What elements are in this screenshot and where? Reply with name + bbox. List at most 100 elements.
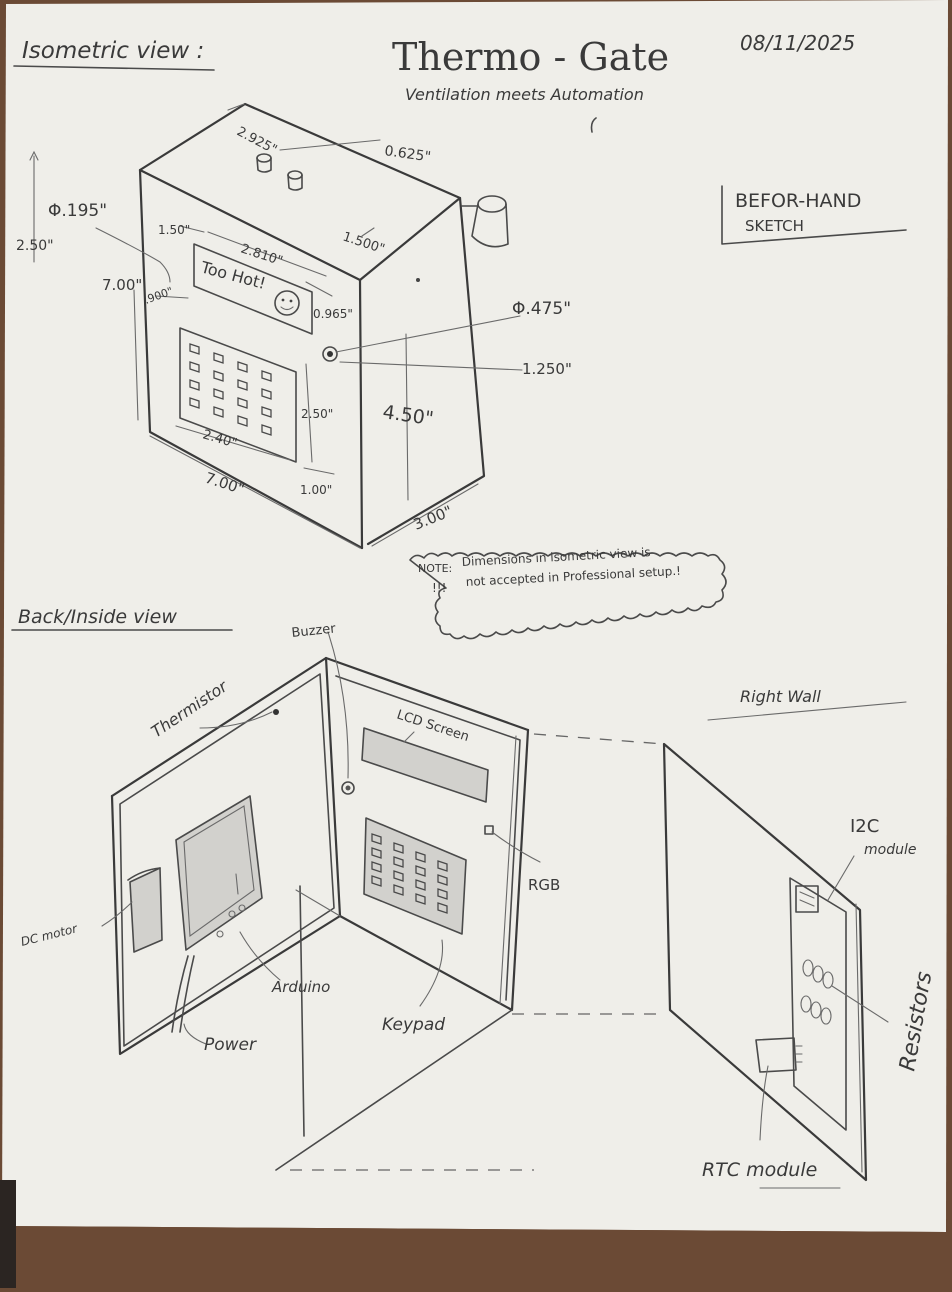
keypad-key [261,406,272,418]
back-leader-lines [101,631,889,1189]
keypad-key [213,406,224,418]
keypad-key [189,343,200,355]
right-wall-i2c-module [795,885,819,913]
paper-sheet [2,0,948,1232]
inside-keypad [363,817,467,935]
table-surface [0,1226,952,1288]
dim-lcd-height: 0.965" [313,307,353,321]
header: Isometric view : Thermo - Gate Ventilati… [13,31,907,245]
keypad-key [393,856,404,868]
front-keypad-key-grid [189,343,272,436]
floor-diagonal [275,1009,513,1171]
front-keypad [179,327,297,463]
side-fan-cylinder [461,195,509,248]
label-rgb: RGB [528,876,560,894]
keypad-key [237,397,248,409]
label-power: Power [204,1035,257,1055]
sketch-date: 08/11/2025 [740,31,855,55]
back-inside-view: Back/Inside view [11,606,937,1189]
keypad-key [261,388,272,400]
keypad-key [213,388,224,400]
keypad-key [371,847,382,859]
keypad-key [189,397,200,409]
beforehand-sketch-box: BEFOR-HAND SKETCH [721,185,907,245]
page-title: Thermo - Gate [392,35,669,79]
inside-keypad-key-grid [371,833,448,914]
side-hole [416,278,420,282]
keypad-key [415,851,426,863]
keypad-key [437,874,448,886]
label-arduino: Arduino [271,978,330,996]
iso-dimension-lines [29,103,523,549]
dim-left-dia: Φ.195" [48,201,107,221]
dark-corner [0,1180,16,1288]
left-wall-inner [119,673,335,1047]
keypad-key [437,860,448,872]
right-wall-label: Right Wall [740,687,821,706]
keypad-key [415,879,426,891]
dim-led-offset: 1.250" [522,360,572,378]
pen-tick [590,117,597,133]
keypad-key [189,361,200,373]
dim-keypad-bottom: 1.00" [300,483,332,497]
keypad-key [393,884,404,896]
dim-button-dia: 0.625" [383,143,431,165]
box-front-right-edge [358,278,364,550]
back-wall-depth [499,735,517,1005]
keypad-key [415,893,426,905]
label-i2c-line1: I2C [850,816,879,837]
page-subtitle: Ventilation meets Automation [405,85,644,104]
note-bang: !!! [432,581,446,595]
keypad-key [213,370,224,382]
top-button-2 [287,170,303,191]
power-cable-2 [179,955,195,1033]
keypad-key [371,875,382,887]
sketch-box-line2: SKETCH [745,217,804,235]
right-wall-underline [707,701,907,721]
label-buzzer: Buzzer [291,621,337,641]
inside-buzzer [341,781,355,795]
floor-corner [295,889,341,917]
floor-front-edge [299,885,305,1137]
inside-lcd-screen [361,727,489,803]
back-corner-edge [324,656,342,918]
box-front-face-edges [138,168,364,550]
keypad-key [393,870,404,882]
keypad-key [237,361,248,373]
label-i2c-line2: module [864,842,916,858]
keypad-key [415,865,426,877]
right-wall: Right Wall [662,687,907,1182]
back-view-heading: Back/Inside view [18,606,177,628]
keypad-key [371,861,382,873]
keypad-key [237,379,248,391]
label-rtc-module: RTC module [702,1159,817,1181]
keypad-key [371,833,382,845]
keypad-key [437,888,448,900]
dim-keypad-height: 2.50" [301,407,333,421]
dim-total-height: 7.00" [102,276,142,294]
right-wall-panel [662,742,868,1182]
right-wall-board [789,877,847,1131]
keypad-key [261,424,272,436]
keypad-key [437,902,448,914]
keypad-key [237,415,248,427]
top-button-1 [256,153,272,173]
inside-dc-motor [127,867,163,953]
dim-led-dia: Φ.475" [512,299,571,319]
isometric-view-heading: Isometric view : [22,38,204,64]
label-keypad: Keypad [382,1015,445,1035]
front-led [322,346,338,362]
inside-rgb-led [484,825,494,835]
heading-underline [13,65,215,71]
keypad-key [261,370,272,382]
left-wall-edges [110,794,342,1056]
right-wall-resistors [800,959,834,1025]
dim-side-height: 2.50" [16,238,54,254]
lcd-smiley-icon [274,290,300,316]
power-cable-1 [171,955,189,1033]
keypad-key [393,842,404,854]
inside-thermistor [273,709,279,715]
inside-arduino [175,795,263,951]
